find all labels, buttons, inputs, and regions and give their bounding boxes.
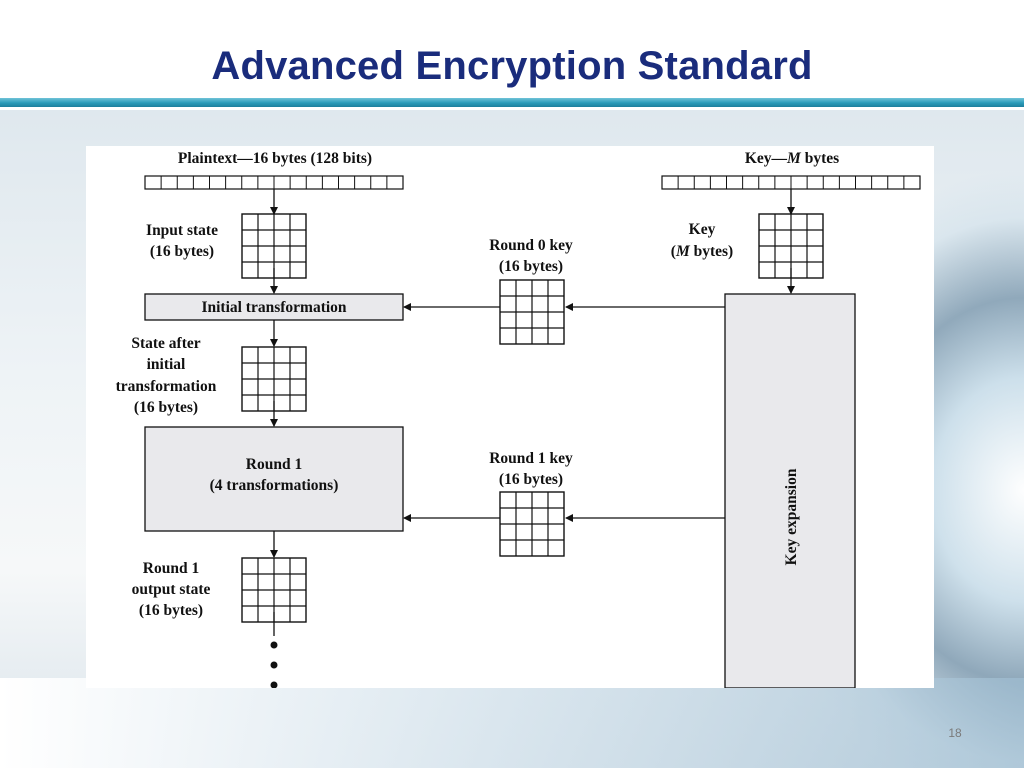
key-box-label-1: Key — [689, 221, 716, 238]
round1-key-label-2: (16 bytes) — [499, 471, 563, 488]
state-after-grid — [241, 346, 307, 412]
state-after-label-3: transformation — [116, 378, 217, 395]
round1-output-label-3: (16 bytes) — [139, 602, 203, 619]
round1-key-label-1: Round 1 key — [489, 450, 573, 467]
key-expansion-label: Key expansion — [783, 468, 800, 565]
state-after-label-1: State after — [131, 335, 200, 352]
aes-diagram-svg: Plaintext—16 bytes (128 bits) Key—M byte… — [116, 150, 921, 689]
plaintext-byte-strip — [144, 175, 404, 190]
key-label: Key—M bytes — [745, 150, 839, 167]
round0-key-grid — [499, 279, 565, 345]
round1-output-label-2: output state — [132, 581, 211, 598]
input-state-label-2: (16 bytes) — [150, 243, 214, 260]
continuation-dot — [270, 681, 278, 689]
round1-box — [144, 426, 404, 532]
round1-key-grid — [499, 491, 565, 557]
input-state-label-1: Input state — [146, 222, 218, 239]
round1-output-label-1: Round 1 — [143, 560, 199, 577]
input-state-grid — [241, 213, 307, 279]
key-byte-strip — [661, 175, 921, 190]
round0-key-label-2: (16 bytes) — [499, 258, 563, 275]
state-after-label-4: (16 bytes) — [134, 399, 198, 416]
continuation-dot — [270, 661, 278, 669]
key-grid — [758, 213, 824, 279]
round1-label-2: (4 transformations) — [210, 477, 339, 494]
round1-label-1: Round 1 — [246, 456, 302, 473]
key-expansion-box — [724, 293, 856, 689]
title-underline — [0, 98, 1024, 107]
continuation-dot — [270, 641, 278, 649]
slide-title: Advanced Encryption Standard — [211, 44, 813, 88]
state-after-label-2: initial — [147, 356, 186, 373]
round0-key-label-1: Round 0 key — [489, 237, 573, 254]
plaintext-label: Plaintext—16 bytes (128 bits) — [178, 150, 372, 167]
slide-number: 18 — [948, 726, 962, 740]
aes-diagram: Plaintext—16 bytes (128 bits) Key—M byte… — [86, 146, 934, 689]
round1-output-grid — [241, 557, 307, 623]
key-box-label-2: (M bytes) — [671, 243, 733, 260]
initial-transformation-label: Initial transformation — [201, 299, 346, 316]
